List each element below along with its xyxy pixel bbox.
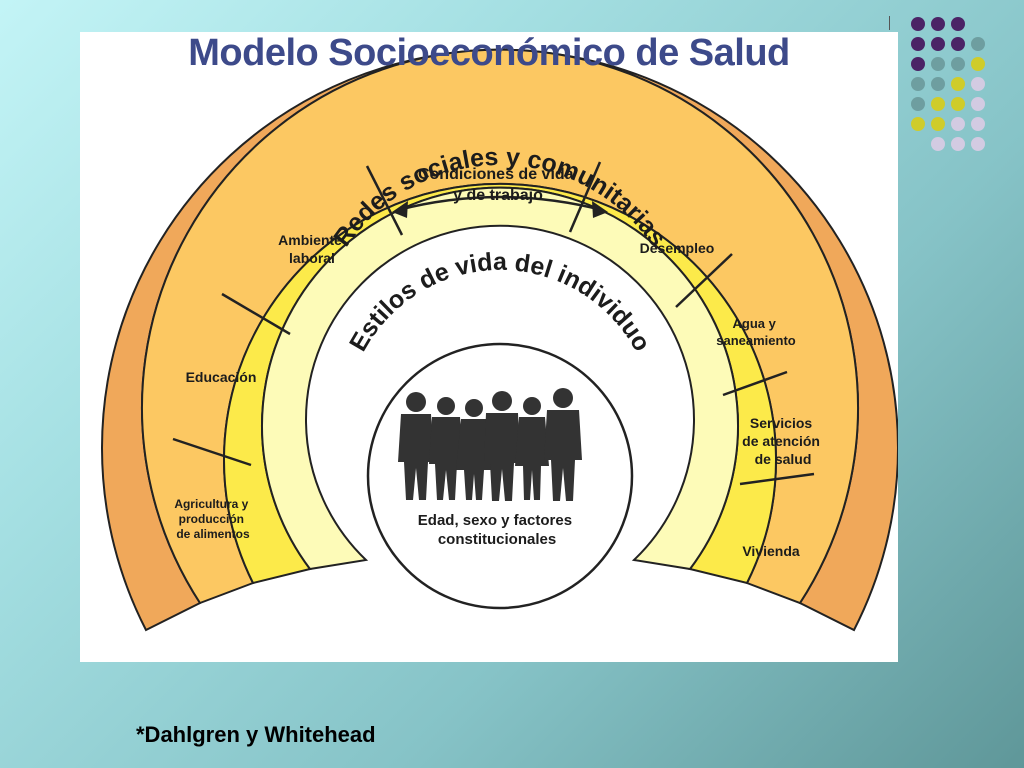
- decorative-dot: [951, 37, 965, 51]
- inner-ring-label: Estilos de vida del individuo: [344, 248, 656, 356]
- decorative-dot: [911, 77, 925, 91]
- inner-ring: [261, 186, 739, 571]
- decorative-dot: [971, 57, 985, 71]
- decorative-dot: [931, 57, 945, 71]
- decorative-dot: [931, 117, 945, 131]
- decorative-dot: [931, 97, 945, 111]
- sector-label-ambiente: Ambiente laboral: [278, 232, 346, 266]
- decorative-dot: [931, 37, 945, 51]
- sector-label-servicios: Servicios de atención de salud: [742, 415, 824, 467]
- decorative-dot: [951, 17, 965, 31]
- diagram-panel: Condiciones socioeconómicos, culturales …: [80, 32, 898, 662]
- sector-label-agricultura: Agricultura y producción de alimentos: [174, 497, 251, 541]
- living-conditions-arrow: [397, 195, 603, 212]
- decorative-dot: [971, 77, 985, 91]
- decorative-dot: [951, 117, 965, 131]
- decorative-dot: [971, 137, 985, 151]
- sector-dividers: [172, 161, 815, 486]
- decorative-dot-grid: [911, 17, 985, 151]
- decorative-dot: [931, 137, 945, 151]
- slide-title: Modelo Socioeconómico de Salud: [188, 32, 790, 74]
- dot-grid-rows: [911, 17, 985, 151]
- credit-text: *Dahlgren y Whitehead: [136, 722, 376, 747]
- people-silhouette-icon: [398, 388, 582, 501]
- decorative-dot: [971, 117, 985, 131]
- arrow-head-left: [392, 201, 408, 218]
- decorative-dot: [911, 117, 925, 131]
- decorative-dot: [971, 37, 985, 51]
- sector-label-vivienda: Vivienda: [742, 543, 800, 559]
- decorative-dot: [911, 57, 925, 71]
- decorative-dot: [911, 97, 925, 111]
- living-conditions-label: Condiciones de vida y de trabajo: [418, 166, 578, 204]
- center-label: Edad, sexo y factores constitucionales: [418, 512, 576, 548]
- slide-tick-mark: [889, 16, 890, 30]
- decorative-dot: [971, 97, 985, 111]
- decorative-dot: [951, 77, 965, 91]
- decorative-dot: [951, 57, 965, 71]
- sector-label-agua: Agua y saneamiento: [716, 316, 796, 348]
- dahlgren-whitehead-diagram: Condiciones socioeconómicos, culturales …: [101, 32, 898, 632]
- sector-label-educacion: Educación: [186, 369, 257, 385]
- arrow-head-right: [592, 201, 608, 218]
- sector-label-desempleo: Desempleo: [640, 240, 715, 256]
- decorative-dot: [951, 137, 965, 151]
- decorative-dot: [911, 37, 925, 51]
- decorative-dot: [931, 77, 945, 91]
- decorative-dot: [951, 97, 965, 111]
- decorative-dot: [931, 17, 945, 31]
- decorative-dot: [911, 17, 925, 31]
